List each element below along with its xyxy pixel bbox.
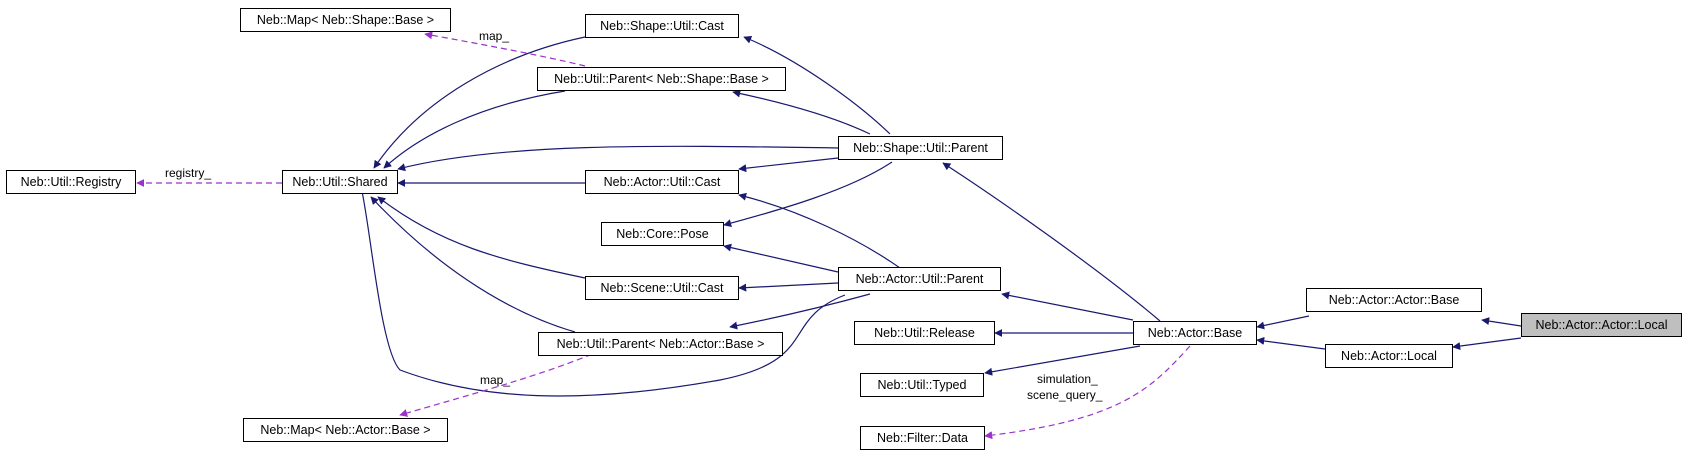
node-map-actor-base[interactable]: Neb::Map< Neb::Actor::Base > [243,418,448,442]
node-actor-actor-local[interactable]: Neb::Actor::Actor::Local [1521,313,1682,337]
node-util-shared[interactable]: Neb::Util::Shared [282,170,398,194]
edge-actor-util-parent-to-scene-util-cast [738,282,839,292]
edge-actor-util-parent-to-util-shared [357,181,846,397]
node-actor-actor-base[interactable]: Neb::Actor::Actor::Base [1306,288,1482,312]
node-util-release[interactable]: Neb::Util::Release [854,321,995,345]
node-actor-util-parent[interactable]: Neb::Actor::Util::Parent [838,267,1001,291]
node-scene-util-cast[interactable]: Neb::Scene::Util::Cast [585,276,739,300]
node-util-parent-actor-base[interactable]: Neb::Util::Parent< Neb::Actor::Base > [538,332,783,356]
edge-actor-base-to-filter-data [984,345,1191,440]
node-shape-util-cast[interactable]: Neb::Shape::Util::Cast [585,14,739,38]
edge-actor-util-parent-to-actor-util-cast [738,192,901,269]
edge-label-registry: registry_ [165,166,212,180]
node-filter-data[interactable]: Neb::Filter::Data [860,426,985,450]
edge-actor-base-to-shape-util-parent [942,162,1161,322]
edge-parent-actor-to-util-shared [370,196,576,333]
node-actor-util-cast[interactable]: Neb::Actor::Util::Cast [585,170,739,194]
edge-actor-actor-base-to-actor-base [1256,315,1310,330]
node-util-typed[interactable]: Neb::Util::Typed [860,373,984,397]
node-actor-local[interactable]: Neb::Actor::Local [1325,344,1453,368]
edge-actor-base-to-actor-util-parent [1001,291,1134,321]
node-map-shape-base[interactable]: Neb::Map< Neb::Shape::Base > [240,8,451,32]
node-core-pose[interactable]: Neb::Core::Pose [601,222,724,246]
edge-shape-util-parent-to-core-pose [723,161,893,228]
edge-parent-shape-to-util-shared [383,90,566,169]
edge-scene-util-cast-to-util-shared [377,196,586,279]
edge-actor-base-to-util-typed [984,345,1141,376]
edge-label-map-shape: map_ [479,29,510,43]
edge-shape-util-parent-to-parent-shape [732,89,871,135]
edge-actor-util-parent-to-parent-actor [729,293,871,330]
edge-actor-actor-local-to-actor-local [1452,337,1522,351]
node-util-registry[interactable]: Neb::Util::Registry [6,170,136,194]
edge-shape-util-parent-to-util-shared [397,145,839,172]
edge-parent-shape-to-map-shape [424,31,586,67]
edge-actor-util-parent-to-core-pose [723,243,839,273]
node-shape-util-parent[interactable]: Neb::Shape::Util::Parent [838,136,1003,160]
edge-shape-util-parent-to-shape-util-cast [743,36,891,135]
node-util-parent-shape-base[interactable]: Neb::Util::Parent< Neb::Shape::Base > [537,67,786,91]
node-actor-base[interactable]: Neb::Actor::Base [1133,321,1257,345]
edge-label-map-actor: map_ [480,373,511,387]
edge-shape-util-cast-to-util-shared [373,36,586,169]
edge-actor-actor-local-to-actor-actor-base [1481,317,1522,327]
edge-actor-local-to-actor-base [1256,336,1326,350]
edge-label-simulation: simulation_ [1037,372,1098,386]
edge-label-scene-query: scene_query_ [1027,388,1103,402]
edge-shape-util-parent-to-actor-util-cast [738,157,839,173]
